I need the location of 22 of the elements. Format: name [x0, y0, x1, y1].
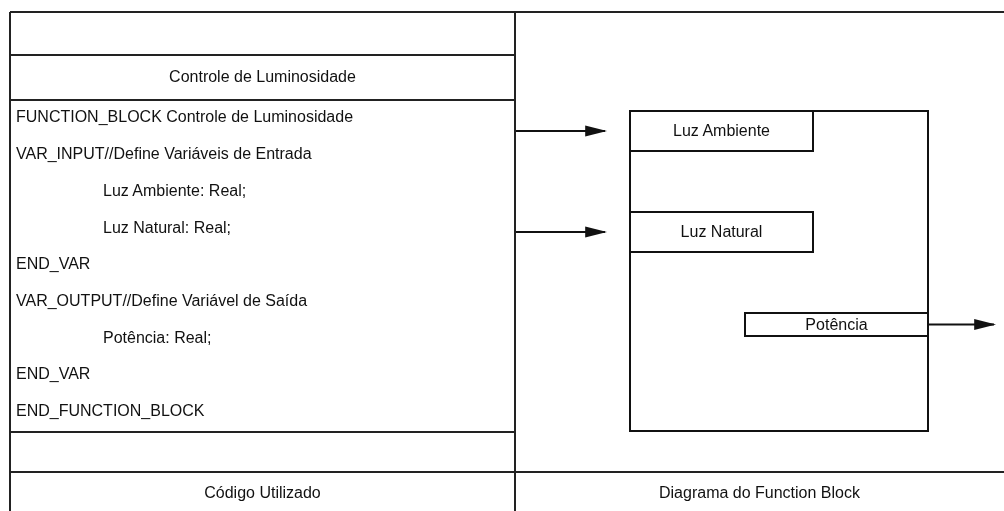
arrow [515, 226, 607, 238]
arrow [515, 125, 607, 137]
code-line: FUNCTION_BLOCK Controle de Luminosidade [16, 107, 354, 127]
code-line: Luz Ambiente: Real; [103, 181, 247, 201]
code-line: Luz Natural: Real; [103, 218, 232, 238]
code-line: END_FUNCTION_BLOCK [16, 401, 205, 421]
function-block-box [629, 110, 929, 432]
code-line: VAR_OUTPUT//Define Variável de Saída [16, 291, 308, 311]
code-line: VAR_INPUT//Define Variáveis de Entrada [16, 144, 312, 164]
port-box [629, 110, 814, 152]
port-label: Luz Ambiente [673, 122, 770, 140]
code-line: Potência: Real; [103, 328, 212, 348]
port-label: Potência [805, 315, 868, 334]
port-box [629, 211, 814, 253]
arrow [928, 318, 996, 331]
code-line: END_VAR [16, 364, 91, 384]
port-box [744, 312, 929, 337]
code-line: END_VAR [16, 254, 91, 274]
table-header: Controle de Luminosidade [169, 67, 356, 87]
port-label: Luz Natural [680, 223, 763, 241]
column-caption: Código Utilizado [204, 483, 321, 503]
column-caption: Diagrama do Function Block [659, 483, 860, 503]
